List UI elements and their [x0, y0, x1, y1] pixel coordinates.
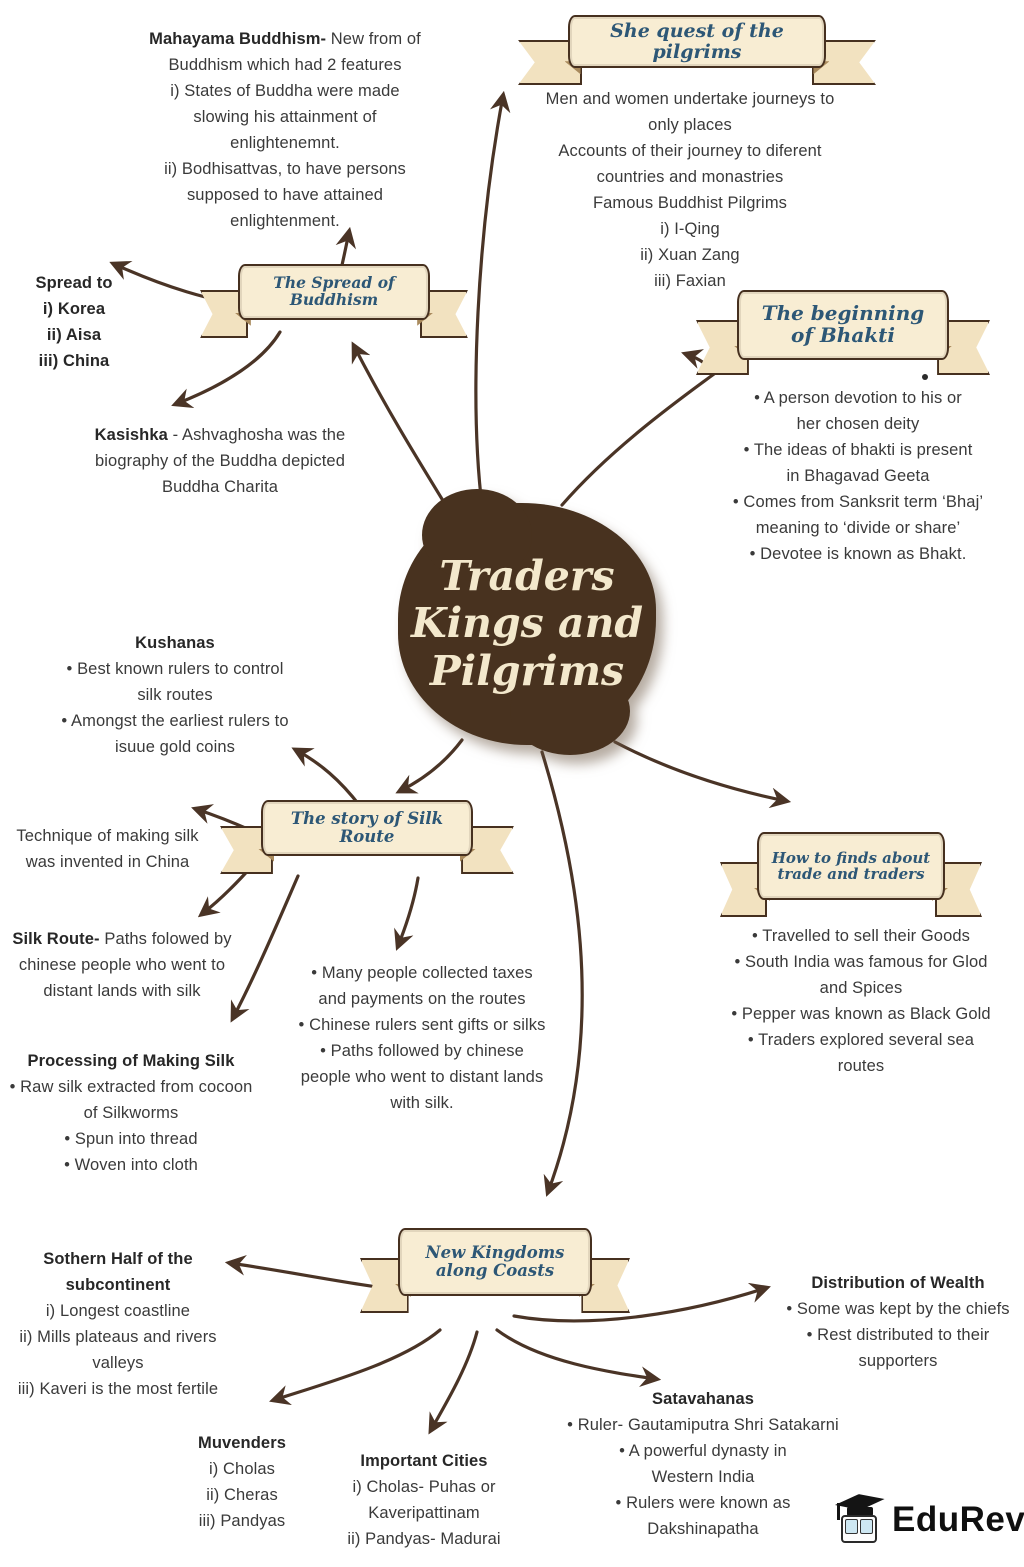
note-pilgrims-details: Men and women undertake journeys to only…: [510, 86, 870, 294]
note-southern-heading: Sothern Half of the subcontinent: [43, 1250, 193, 1294]
note-satavahanas-body: • Ruler- Gautamiputra Shri Satakarni • A…: [567, 1416, 839, 1538]
banner-new-kingdoms: New Kingdoms along Coasts: [360, 1224, 630, 1324]
note-mahayama-buddhism: Mahayama Buddhism- New from of Buddhism …: [110, 26, 460, 234]
note-kushanas-heading: Kushanas: [135, 634, 215, 652]
note-kasishka-body: - Ashvaghosha was the biography of the B…: [95, 426, 346, 496]
arrow-silk-to-kushanas: [291, 747, 362, 808]
note-silk-route-definition: Silk Route- Paths folowed by chinese peo…: [2, 926, 242, 1004]
note-southern-half: Sothern Half of the subcontinent i) Longe…: [6, 1246, 230, 1402]
note-processing-silk: Processing of Making Silk • Raw silk extr…: [0, 1048, 262, 1178]
mascot-face-icon: [841, 1515, 877, 1543]
banner-spread-title: The Spread of Buddhism: [273, 273, 395, 309]
arrow-silk-to-taxes: [394, 876, 420, 951]
note-satavahanas: Satavahanas • Ruler- Gautamiputra Shri Sa…: [550, 1386, 856, 1542]
note-spread-to-list: Spread to i) Korea ii) Aisa iii) China: [14, 270, 134, 374]
banner-how-to-find-traders: How to finds about trade and traders: [720, 828, 982, 928]
note-muvenders: Muvenders i) Cholas ii) Cheras iii) Pandy…: [180, 1430, 304, 1534]
banner-story-of-silk-route: The story of Silk Route: [220, 796, 514, 884]
note-mahayama-body: New from of Buddhism which had 2 feature…: [164, 30, 421, 230]
graduation-cap-base-icon: [847, 1507, 873, 1516]
banner-quest-of-pilgrims: She quest of the pilgrims: [518, 12, 876, 94]
note-cities-heading: Important Cities: [360, 1452, 488, 1470]
glasses-lens-icon: [845, 1519, 858, 1534]
note-kushanas: Kushanas • Best known rulers to control s…: [40, 630, 310, 760]
note-silk-technique: Technique of making silk was invented in…: [5, 823, 210, 875]
note-pilgrims-body: Men and women undertake journeys to only…: [545, 90, 835, 290]
note-distribution-of-wealth: Distribution of Wealth • Some was kept by…: [778, 1270, 1018, 1374]
note-silkdef-body: Paths folowed by chinese people who went…: [18, 930, 232, 1000]
banner-quest-title: She quest of the pilgrims: [610, 20, 784, 63]
note-processing-heading: Processing of Making Silk: [27, 1052, 235, 1070]
note-satavahanas-heading: Satavahanas: [652, 1390, 754, 1408]
arrow-spread-to-kasishka: [171, 330, 282, 408]
arrow-silk-to-processing: [230, 874, 300, 1023]
note-processing-body: • Raw silk extracted from cocoon of Silk…: [9, 1078, 253, 1174]
note-bhakti-details: • A person devotion to his or her chosen…: [702, 385, 1014, 567]
arrow-kingdoms-to-distribution: [512, 1282, 771, 1323]
tassel-icon: [837, 1503, 840, 1520]
glasses-lens-icon: [860, 1519, 873, 1534]
central-topic-blob: [398, 489, 656, 755]
note-muvenders-body: i) Cholas ii) Cheras iii) Pandyas: [198, 1460, 286, 1530]
arrow-center-to-kingdoms: [540, 750, 584, 1197]
note-kasishka: Kasishka - Ashvaghosha was the biography…: [85, 422, 355, 500]
arrow-center-to-silk: [395, 738, 464, 794]
edurev-logo: EduRev: [834, 1494, 1024, 1546]
banner-silk-title: The story of Silk Route: [290, 809, 444, 846]
note-bhakti-body: • A person devotion to his or her chosen…: [732, 389, 984, 563]
note-muvenders-heading: Muvenders: [197, 1434, 286, 1452]
arrow-center-to-pilgrims: [474, 90, 511, 516]
note-taxes-body: • Many people collected taxes and paymen…: [298, 964, 546, 1112]
arrow-center-to-bhakti: [560, 349, 717, 507]
note-distribution-body: • Some was kept by the chiefs • Rest dis…: [786, 1300, 1010, 1370]
note-trade-body: • Travelled to sell their Goods • South …: [731, 927, 991, 1075]
edurev-brand-text: EduRev: [892, 1500, 1024, 1539]
banner-bhakti-title: The beginning of Bhakti: [761, 301, 925, 347]
note-mahayama-lead: Mahayama Buddhism-: [149, 30, 327, 48]
note-technique-body: Technique of making silk was invented in…: [16, 827, 199, 871]
note-cities-body: i) Cholas- Puhas or Kaveripattinam ii) P…: [347, 1478, 501, 1548]
banner-kingdoms-title: New Kingdoms along Coasts: [425, 1243, 565, 1280]
banner-spread-of-buddhism: The Spread of Buddhism: [200, 260, 468, 348]
note-kasishka-lead: Kasishka: [94, 426, 168, 444]
note-trade-details: • Travelled to sell their Goods • South …: [708, 923, 1014, 1079]
banner-trade-title: How to finds about trade and traders: [771, 848, 931, 883]
note-silkdef-lead: Silk Route-: [12, 930, 100, 948]
central-topic: Traders Kings and Pilgrims: [398, 489, 656, 755]
note-southern-body: i) Longest coastline ii) Mills plateaus …: [17, 1302, 219, 1398]
arrow-kingdoms-to-muvenders: [269, 1328, 442, 1406]
note-important-cities: Important Cities i) Cholas- Puhas or Kave…: [326, 1448, 522, 1552]
arrow-kingdoms-to-satavahanas: [495, 1328, 662, 1388]
edurev-mascot-icon: [834, 1494, 886, 1546]
arrow-kingdoms-to-cities: [428, 1330, 479, 1435]
note-kushanas-body: • Best known rulers to control silk rout…: [61, 660, 289, 756]
arrow-center-to-trade: [613, 740, 792, 809]
arrow-center-to-spread: [351, 341, 458, 524]
banner-beginning-of-bhakti: The beginning of Bhakti: [696, 286, 990, 386]
note-distribution-heading: Distribution of Wealth: [811, 1274, 985, 1292]
central-topic-title: Traders Kings and Pilgrims: [410, 551, 644, 695]
note-spread-to-body: Spread to i) Korea ii) Aisa iii) China: [35, 274, 113, 370]
note-route-taxes: • Many people collected taxes and paymen…: [282, 960, 562, 1116]
stray-bullet-dot: [922, 374, 928, 380]
